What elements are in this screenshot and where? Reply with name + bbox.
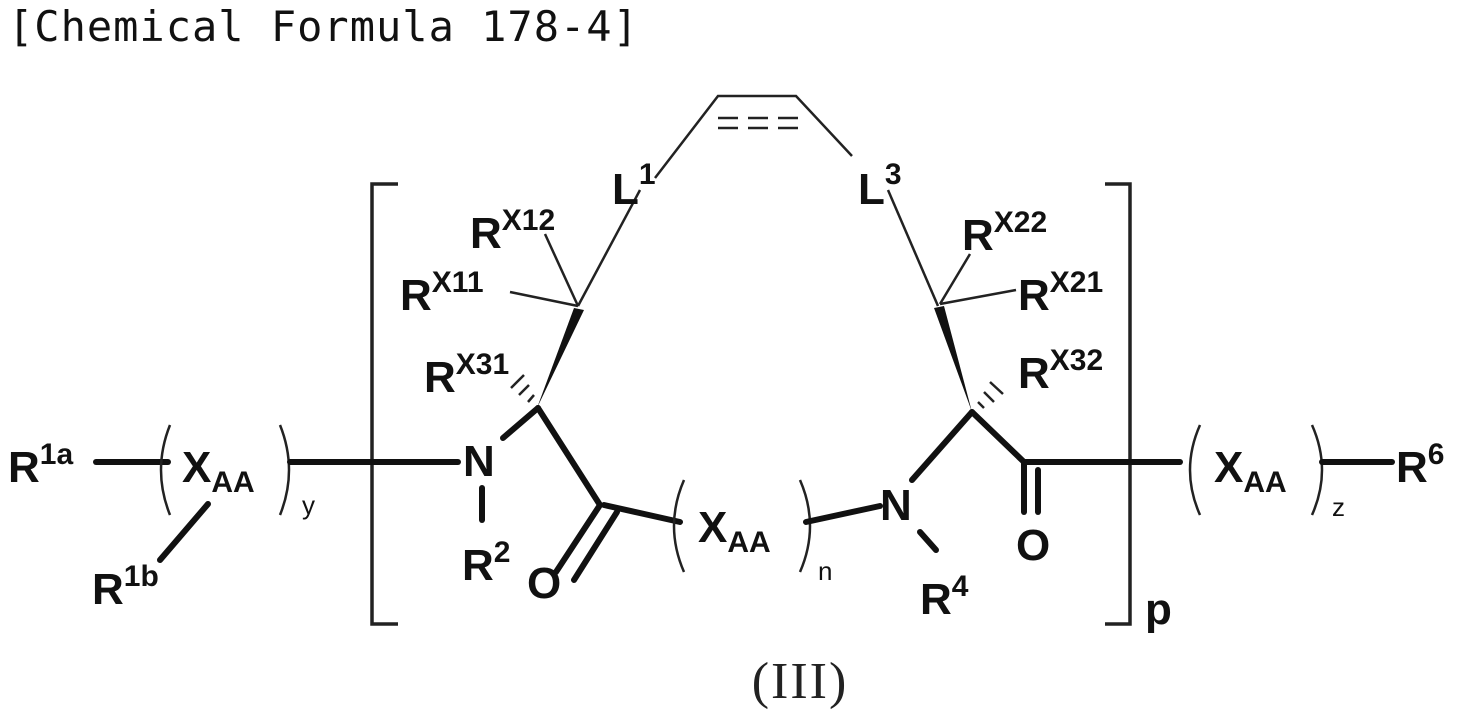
xaa-mid-label: XAA	[698, 503, 771, 559]
o-right-label: O	[1016, 521, 1050, 570]
r4-label: R4	[920, 570, 969, 624]
right-repeat-bracket	[1105, 184, 1130, 624]
xaa-right-label: XAA	[1214, 443, 1287, 499]
left-terminal-group: R1a XAA y R1b	[8, 425, 458, 614]
rx32-label: RX32	[1018, 344, 1103, 398]
rx12-label: RX12	[470, 204, 555, 258]
index-z: z	[1332, 492, 1345, 522]
r6-label: R6	[1396, 438, 1444, 492]
top-linker	[655, 96, 852, 178]
n-right-label: N	[880, 481, 912, 530]
hash-bond-right	[978, 382, 1003, 408]
rx21-label: RX21	[1018, 266, 1103, 320]
middle-xaa-group: XAA n	[604, 480, 880, 586]
o-left-label: O	[527, 559, 561, 608]
rx31-label: RX31	[424, 348, 509, 402]
right-terminal-group: XAA z R6	[1190, 425, 1444, 522]
hash-bond-left	[511, 375, 534, 402]
wedge-bond-right	[934, 306, 972, 412]
r1a-label: R1a	[8, 438, 73, 492]
l1-label: L1	[612, 158, 656, 214]
n-left-label: N	[463, 437, 495, 486]
left-repeat-bracket	[372, 184, 398, 624]
left-residue: N R2 O L1 RX11 RX12 RX31	[400, 158, 656, 608]
rx22-label: RX22	[962, 206, 1047, 260]
r2-label: R2	[462, 536, 510, 590]
wedge-bond-left	[537, 308, 584, 408]
index-y: y	[302, 490, 315, 520]
r1b-label: R1b	[92, 560, 159, 614]
formula-number: (III)	[0, 652, 1465, 711]
index-n: n	[818, 556, 832, 586]
rx11-label: RX11	[400, 266, 484, 320]
xaa-left-label: XAA	[182, 443, 255, 499]
repeat-index-p: p	[1145, 585, 1172, 634]
